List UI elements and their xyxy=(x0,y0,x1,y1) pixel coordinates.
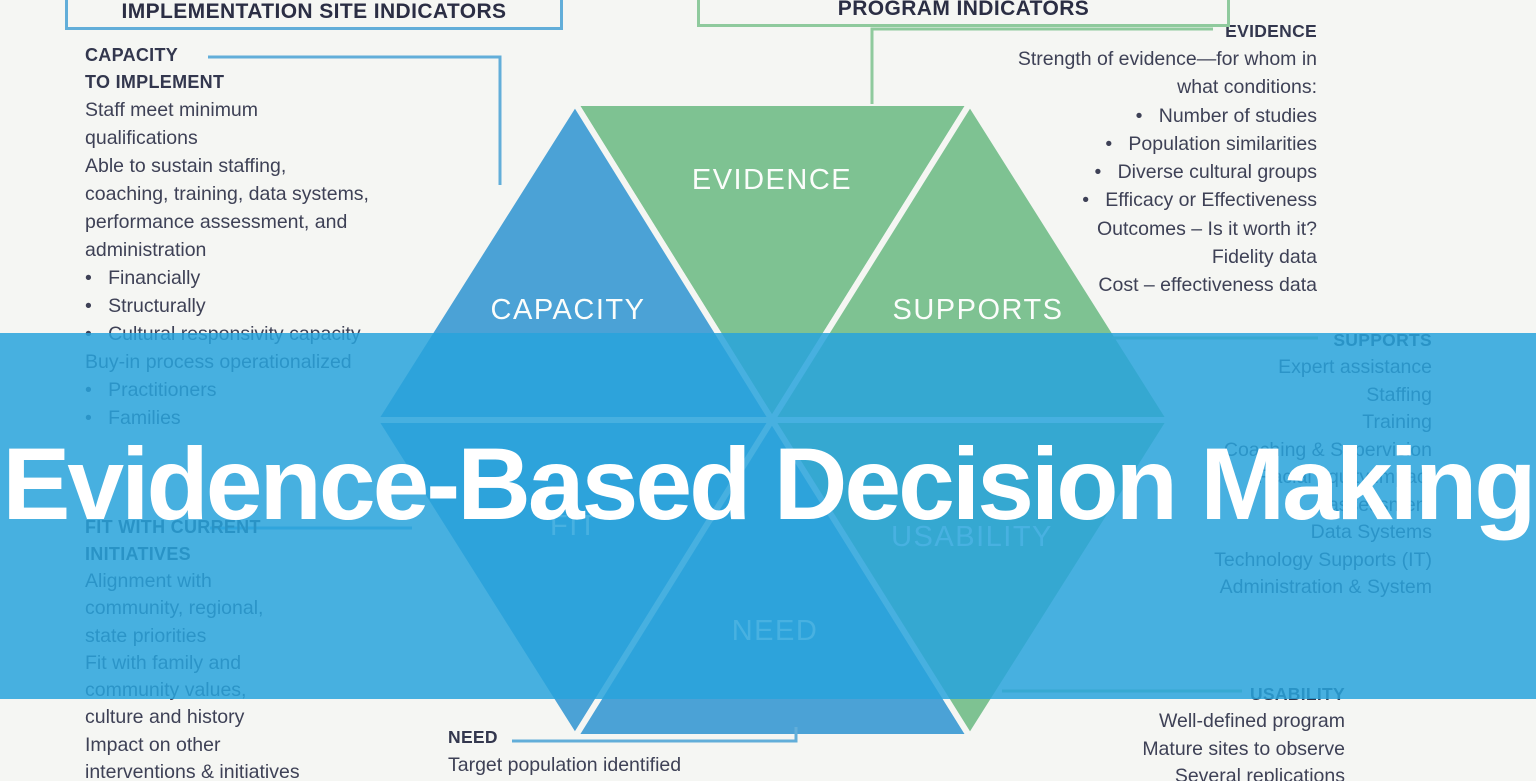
text-line: • Number of studies xyxy=(1135,104,1317,127)
site-indicators-box: IMPLEMENTATION SITE INDICATORS xyxy=(65,0,563,30)
text-line: interventions & initiatives xyxy=(85,761,300,781)
text-line: Cost – effectiveness data xyxy=(1098,274,1317,297)
text-line: qualifications xyxy=(85,127,198,149)
evidence-heading: EVIDENCE xyxy=(1225,21,1317,41)
text-line: • Population similarities xyxy=(1105,132,1317,155)
text-line: administration xyxy=(85,239,207,261)
need-list: Target population identified xyxy=(448,751,681,779)
capacity-heading: CAPACITY xyxy=(85,45,179,65)
text-line: Outcomes – Is it worth it? xyxy=(1097,217,1317,240)
text-line: coaching, training, data systems, xyxy=(85,183,369,205)
site-indicators-title: IMPLEMENTATION SITE INDICATORS xyxy=(121,0,507,23)
capacity-heading-2: TO IMPLEMENT xyxy=(85,72,225,92)
text-line: Fidelity data xyxy=(1211,246,1317,269)
banner-title: Evidence-Based Decision Making xyxy=(2,427,1536,541)
text-line: Well-defined program xyxy=(1158,710,1345,732)
text-line: Strength of evidence—for whom in xyxy=(1017,48,1317,70)
evidence-section: EVIDENCE Strength of evidence—for whom i… xyxy=(1018,18,1317,300)
text-line: • Structurally xyxy=(85,295,206,317)
program-indicators-box: PROGRAM INDICATORS xyxy=(697,0,1230,27)
capacity-connector-line xyxy=(208,55,502,185)
program-indicators-title: PROGRAM INDICATORS xyxy=(837,0,1090,20)
text-line: Target population identified xyxy=(448,754,682,776)
text-line: • Efficacy or Effectiveness xyxy=(1082,189,1317,212)
need-section: NEED Target population identified xyxy=(448,724,681,779)
text-line: • Financially xyxy=(85,267,201,289)
text-line: what conditions: xyxy=(1177,76,1317,99)
need-heading: NEED xyxy=(448,727,498,747)
text-line: • Diverse cultural groups xyxy=(1094,161,1318,184)
text-line: Able to sustain staffing, xyxy=(85,155,287,177)
text-line: Mature sites to observe xyxy=(1142,737,1345,760)
title-banner: Evidence-Based Decision Making xyxy=(0,333,1536,699)
text-line: Impact on other xyxy=(85,733,221,756)
text-line: Staff meet minimum xyxy=(85,99,259,121)
hexagon-label-supports: SUPPORTS xyxy=(892,294,1064,326)
evidence-connector-line xyxy=(870,27,1213,104)
hexagon-label-capacity: CAPACITY xyxy=(490,294,646,326)
need-connector-line xyxy=(512,727,798,743)
hexagon-label-evidence: EVIDENCE xyxy=(691,164,853,196)
text-line: Several replications xyxy=(1174,765,1345,781)
text-line: culture and history xyxy=(85,706,245,729)
text-line: performance assessment, and xyxy=(85,211,348,233)
evidence-list: Strength of evidence—for whom in what con… xyxy=(1018,45,1317,300)
